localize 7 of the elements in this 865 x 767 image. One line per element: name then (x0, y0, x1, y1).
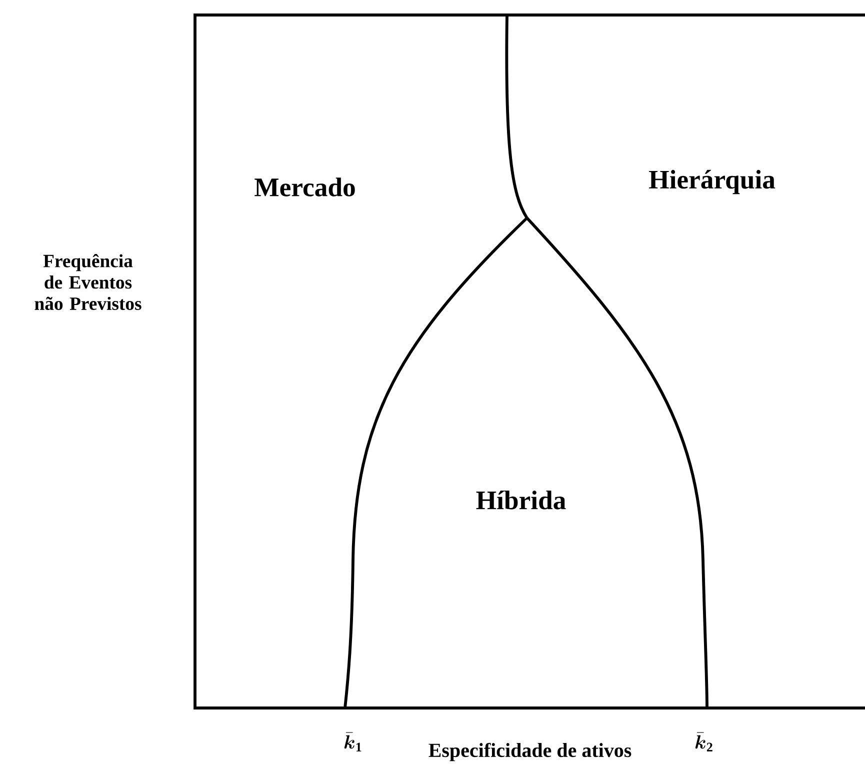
region-label: Mercado (254, 178, 355, 196)
tick-label: $\bar{\boldsymbol{k}}_{\mathbf{2}}$ (695, 732, 712, 752)
tick-label: $\bar{\boldsymbol{k}}_{\mathbf{1}}$ (344, 732, 362, 752)
axis-title: Frequência de Eventos não Previstos (34, 254, 142, 310)
axis-title: Especificidade de ativos (428, 742, 632, 762)
region-label: Híbrida (476, 490, 566, 510)
region-label: Hierárquia (649, 170, 776, 194)
